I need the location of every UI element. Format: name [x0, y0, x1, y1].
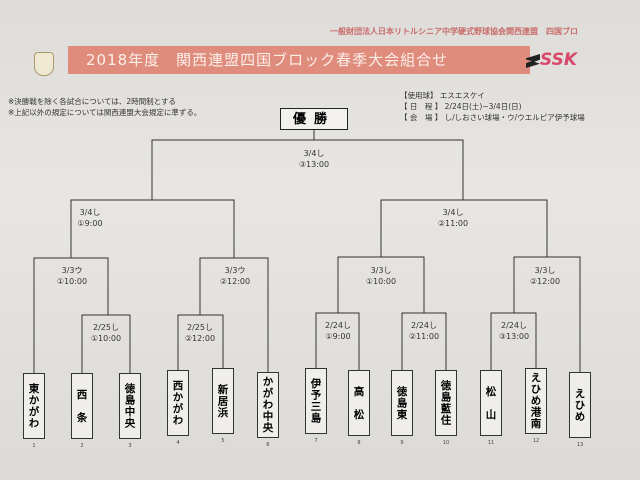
- team-number: 6: [266, 442, 270, 448]
- team-box: 新居浜: [212, 368, 234, 434]
- league-emblem-icon: [34, 52, 54, 76]
- info-schedule: 【 日 程 】 2/24日(土)~3/4日(日): [400, 102, 522, 111]
- match-date-venue: 3/3し: [534, 266, 556, 275]
- team-number: 7: [314, 438, 318, 444]
- team-box: 松 山: [480, 370, 502, 436]
- team-number: 2: [80, 443, 84, 449]
- team-box: 東かがわ: [23, 373, 45, 439]
- team-number: 4: [176, 440, 180, 446]
- match-time: ①10:00: [365, 277, 397, 286]
- page-title: 2018年度 関西連盟四国ブロック春季大会組合せ: [68, 46, 530, 74]
- match-label-semi2: 3/4し ②11:00: [423, 207, 483, 229]
- team-number: 12: [532, 438, 540, 444]
- match-time: ②12:00: [219, 277, 251, 286]
- team-number: 1: [32, 443, 36, 449]
- ssk-logo-icon: [526, 54, 540, 68]
- match-date-venue: 2/25し: [187, 323, 213, 332]
- match-label-final: 3/4し ③13:00: [284, 148, 344, 170]
- match-time: ②12:00: [529, 277, 561, 286]
- match-label-qf1: 3/3ウ ①10:00: [42, 265, 102, 287]
- match-time: ③13:00: [498, 332, 530, 341]
- team-box: 西 条: [71, 373, 93, 439]
- match-date-venue: 3/4し: [442, 208, 464, 217]
- team-box: えひめ港南: [525, 368, 547, 434]
- match-date-venue: 3/4し: [303, 149, 325, 158]
- team-number: 8: [357, 440, 361, 446]
- match-time: ②12:00: [184, 334, 216, 343]
- match-date-venue: 2/24し: [411, 321, 437, 330]
- match-time: ②11:00: [408, 332, 440, 341]
- match-date-venue: 2/25し: [93, 323, 119, 332]
- match-label-qf4: 3/3し ②12:00: [515, 265, 575, 287]
- champion-box: 優勝: [280, 108, 348, 130]
- team-box: 高 松: [348, 370, 370, 436]
- match-date-venue: 3/4し: [79, 208, 101, 217]
- team-number: 13: [576, 442, 584, 448]
- team-number: 10: [442, 440, 450, 446]
- match-label-r1d: 2/24し ②11:00: [394, 320, 454, 342]
- match-label-r1c: 2/24し ①9:00: [308, 320, 368, 342]
- team-box: 徳島藍住: [435, 370, 457, 436]
- organization-name: 一般財団法人日本リトルシニア中学硬式野球協会関西連盟 四国ブロ: [330, 27, 578, 36]
- match-time: ①10:00: [90, 334, 122, 343]
- team-box: えひめ: [569, 372, 591, 438]
- match-label-r1e: 2/24し ③13:00: [484, 320, 544, 342]
- info-ball: 【使用球】 エスエスケイ: [400, 91, 485, 100]
- team-box: 徳島東: [391, 370, 413, 436]
- match-time: ①9:00: [77, 219, 103, 228]
- team-number: 11: [487, 440, 495, 446]
- match-label-r1b: 2/25し ②12:00: [170, 322, 230, 344]
- match-label-qf2: 3/3ウ ②12:00: [205, 265, 265, 287]
- team-box: 伊予三島: [305, 368, 327, 434]
- note-2: ※上記以外の規定については関西連盟大会規定に準ずる。: [8, 108, 202, 117]
- match-date-venue: 2/24し: [501, 321, 527, 330]
- team-box: かがわ中央: [257, 372, 279, 438]
- match-date-venue: 3/3し: [370, 266, 392, 275]
- team-box: 西かがわ: [167, 370, 189, 436]
- info-venue: 【 会 場 】 し/しおさい球場・ウ/ウエルピア伊予球場: [400, 113, 585, 122]
- match-label-r1a: 2/25し ①10:00: [76, 322, 136, 344]
- match-label-qf3: 3/3し ①10:00: [351, 265, 411, 287]
- match-date-venue: 3/3ウ: [224, 266, 246, 275]
- note-1: ※決勝戦を除く各試合については、2時間制とする: [8, 97, 176, 106]
- match-time: ①9:00: [325, 332, 351, 341]
- match-time: ③13:00: [298, 160, 330, 169]
- sponsor-logo: SSK: [540, 50, 578, 70]
- team-number: 9: [400, 440, 404, 446]
- team-box: 徳島中央: [119, 373, 141, 439]
- match-time: ②11:00: [437, 219, 469, 228]
- match-date-venue: 3/3ウ: [61, 266, 83, 275]
- match-label-semi1: 3/4し ①9:00: [60, 207, 120, 229]
- team-number: 5: [221, 438, 225, 444]
- team-number: 3: [128, 443, 132, 449]
- match-time: ①10:00: [56, 277, 88, 286]
- match-date-venue: 2/24し: [325, 321, 351, 330]
